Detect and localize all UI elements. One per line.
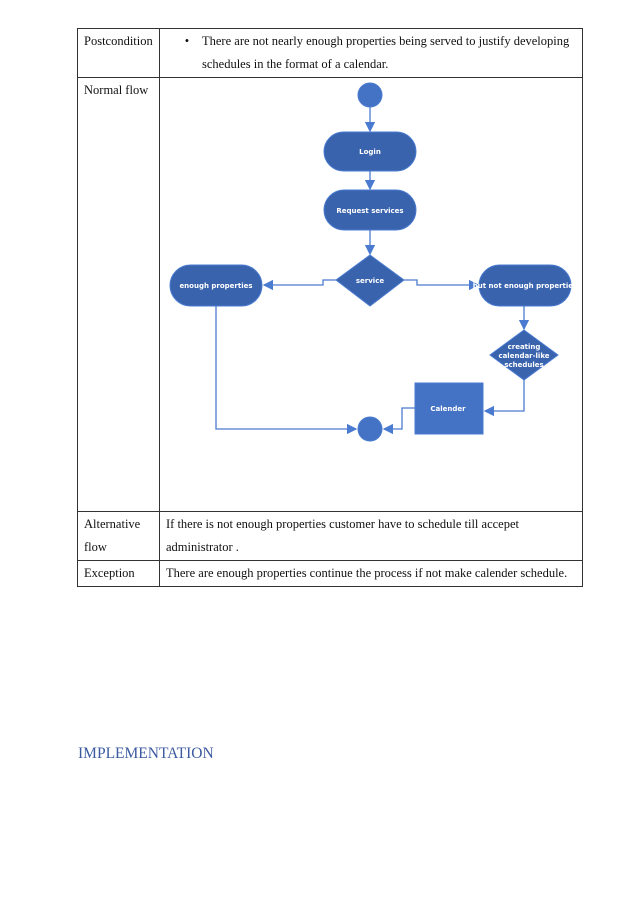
row-label: Postcondition — [77, 28, 160, 78]
arrow-calender-end — [382, 407, 415, 435]
creating-label-1: creating — [508, 343, 541, 351]
login-node — [323, 131, 417, 172]
activity-diagram: Login Request services service enough pr… — [169, 82, 577, 442]
table-row: Alternative flow If there is not enough … — [77, 511, 583, 561]
row-label: Normal flow — [77, 77, 160, 512]
start-node — [357, 82, 383, 108]
request-services-node — [323, 189, 417, 231]
alternative-flow-text: If there is not enough properties custom… — [159, 511, 583, 561]
enough-label: enough properties — [179, 282, 252, 290]
row-label: Exception — [77, 560, 160, 587]
arrow-enough-end — [215, 306, 358, 435]
section-heading: IMPLEMENTATION — [78, 745, 214, 762]
connectors — [215, 107, 530, 435]
table-row: Exception There are enough properties co… — [77, 560, 583, 587]
arrow-creating-calender — [483, 380, 525, 417]
login-label: Login — [359, 148, 381, 156]
calender-node — [414, 382, 484, 435]
end-node — [357, 416, 383, 442]
postcondition-cell: • There are not nearly enough properties … — [159, 28, 583, 78]
exception-text: There are enough properties continue the… — [159, 560, 583, 587]
arrow-service-notenough — [404, 279, 480, 291]
creating-label-2: calendar-like — [498, 352, 549, 360]
request-label: Request services — [336, 207, 403, 215]
enough-properties-node — [169, 264, 263, 307]
table-row: Normal flow — [77, 77, 583, 512]
service-label: service — [356, 277, 384, 285]
calender-label: Calender — [430, 405, 466, 413]
table-row: Postcondition • There are not nearly enou… — [77, 28, 583, 78]
arrow-service-enough — [262, 279, 336, 291]
use-case-table: Postcondition • There are not nearly enou… — [77, 28, 583, 587]
service-decision — [335, 254, 405, 307]
not-enough-properties-node — [478, 264, 572, 307]
row-label: Alternative flow — [77, 511, 160, 561]
flow-diagram-cell: Login Request services service enough pr… — [159, 77, 583, 512]
creating-label-3: schedules — [504, 361, 543, 369]
not-enough-label: but not enough properties — [473, 282, 577, 290]
creating-schedules-decision — [489, 329, 559, 381]
postcondition-text: There are not nearly enough properties b… — [202, 34, 570, 71]
bullet-icon: • — [184, 34, 190, 48]
